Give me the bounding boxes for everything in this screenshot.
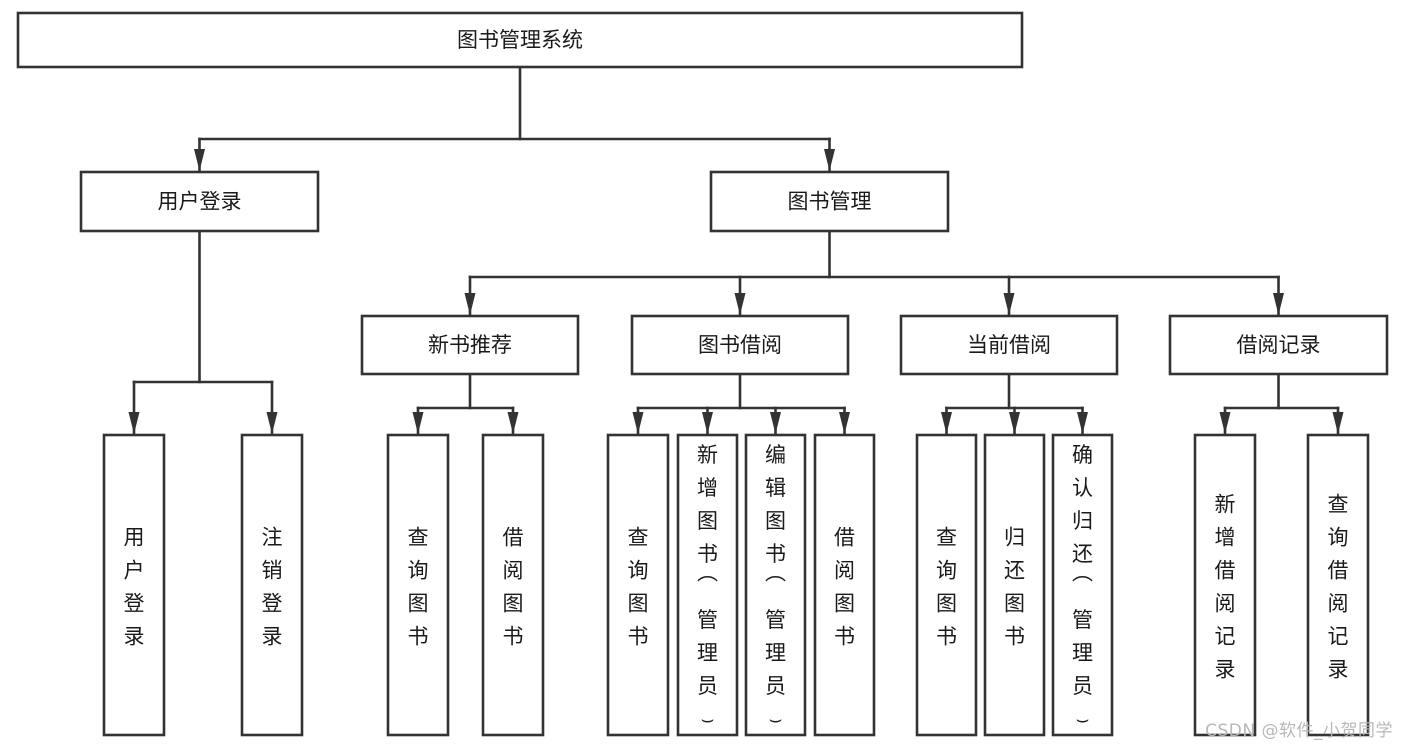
leaf-node[interactable]: 查询借阅记录: [1306, 433, 1370, 737]
leaf-label: 查询图书: [628, 526, 649, 649]
level3-label: 图书借阅: [698, 333, 782, 357]
root-label: 图书管理系统: [457, 28, 583, 52]
level3-label: 当前借阅: [967, 333, 1051, 357]
leaf-node[interactable]: 借阅图书: [813, 433, 876, 737]
leaf-box[interactable]: [481, 433, 545, 737]
level3-label: 新书推荐: [428, 333, 512, 357]
level3-node[interactable]: 当前借阅: [899, 314, 1119, 376]
level3-box[interactable]: [630, 314, 850, 376]
leaf-label: 查询图书: [408, 526, 429, 649]
leaf-label: 新增图书⌒管理员⌣: [697, 443, 718, 731]
leaf-box[interactable]: [386, 433, 450, 737]
arrow-head-icon: [1003, 293, 1015, 315]
leaf-node[interactable]: 用户登录: [102, 433, 166, 737]
leaf-box[interactable]: [676, 433, 739, 737]
level2-box[interactable]: [709, 170, 950, 233]
level3-node[interactable]: 图书借阅: [630, 314, 850, 376]
level3-box[interactable]: [360, 314, 580, 376]
leaf-label: 编辑图书⌒管理员⌣: [765, 443, 786, 731]
arrow-head-icon: [412, 412, 424, 434]
arrow-head-icon: [1219, 412, 1231, 434]
level2-label: 图书管理: [788, 190, 872, 214]
leaf-label: 查询借阅记录: [1328, 493, 1349, 682]
leaf-label: 查询图书: [936, 526, 957, 649]
arrow-head-icon: [770, 412, 781, 434]
arrow-head-icon: [824, 149, 835, 171]
level3-node[interactable]: 新书推荐: [360, 314, 580, 376]
leaf-box[interactable]: [983, 433, 1046, 737]
leaf-label: 借阅图书: [834, 526, 855, 649]
leaf-label: 用户登录: [124, 526, 145, 649]
arrow-head-icon: [507, 412, 519, 434]
leaf-node[interactable]: 注销登录: [240, 433, 304, 737]
nodes-layer: 图书管理系统用户登录图书管理新书推荐图书借阅当前借阅借阅记录用户登录注销登录查询…: [16, 11, 1389, 737]
arrow-head-icon: [194, 149, 205, 171]
leaf-node[interactable]: 查询图书: [386, 433, 450, 737]
leaf-box[interactable]: [1306, 433, 1370, 737]
arrow-head-icon: [1273, 293, 1284, 315]
level3-box[interactable]: [899, 314, 1119, 376]
leaf-node[interactable]: 确认归还⌒管理员⌣: [1051, 433, 1114, 737]
level3-box[interactable]: [1168, 314, 1389, 376]
leaf-label: 归还图书: [1004, 526, 1025, 649]
leaf-box[interactable]: [1051, 433, 1114, 737]
leaf-box[interactable]: [744, 433, 807, 737]
connectors-layer: [128, 65, 1344, 435]
level2-box[interactable]: [79, 170, 320, 233]
leaf-node[interactable]: 借阅图书: [481, 433, 545, 737]
leaf-label: 确认归还⌒管理员⌣: [1072, 443, 1093, 731]
leaf-box[interactable]: [102, 433, 166, 737]
leaf-box[interactable]: [813, 433, 876, 737]
level2-label: 用户登录: [158, 190, 242, 214]
arrow-head-icon: [1009, 412, 1020, 434]
arrow-head-icon: [941, 412, 952, 434]
leaf-node[interactable]: 归还图书: [983, 433, 1046, 737]
leaf-label: 新增借阅记录: [1215, 493, 1236, 682]
level3-node[interactable]: 借阅记录: [1168, 314, 1389, 376]
level3-label: 借阅记录: [1237, 333, 1321, 357]
level2-node[interactable]: 图书管理: [709, 170, 950, 233]
leaf-node[interactable]: 新增图书⌒管理员⌣: [676, 433, 739, 737]
arrow-head-icon: [734, 293, 746, 315]
leaf-box[interactable]: [1193, 433, 1257, 737]
arrow-head-icon: [839, 412, 850, 434]
leaf-box[interactable]: [606, 433, 670, 737]
arrow-head-icon: [702, 412, 713, 434]
arrow-head-icon: [1077, 412, 1088, 434]
leaf-node[interactable]: 查询图书: [606, 433, 670, 737]
level2-node[interactable]: 用户登录: [79, 170, 320, 233]
leaf-label: 注销登录: [262, 526, 283, 649]
arrow-head-icon: [632, 412, 644, 434]
arrow-head-icon: [464, 293, 476, 315]
leaf-node[interactable]: 查询图书: [915, 433, 978, 737]
arrow-head-icon: [128, 412, 140, 434]
leaf-node[interactable]: 编辑图书⌒管理员⌣: [744, 433, 807, 737]
leaf-box[interactable]: [240, 433, 304, 737]
watermark-label: CSDN @软件_小贺同学: [1205, 721, 1393, 741]
root-box[interactable]: [16, 11, 1024, 69]
root-node[interactable]: 图书管理系统: [16, 11, 1024, 69]
leaf-box[interactable]: [915, 433, 978, 737]
leaf-label: 借阅图书: [503, 526, 524, 649]
leaf-node[interactable]: 新增借阅记录: [1193, 433, 1257, 737]
arrow-head-icon: [266, 412, 278, 434]
arrow-head-icon: [1332, 412, 1344, 434]
